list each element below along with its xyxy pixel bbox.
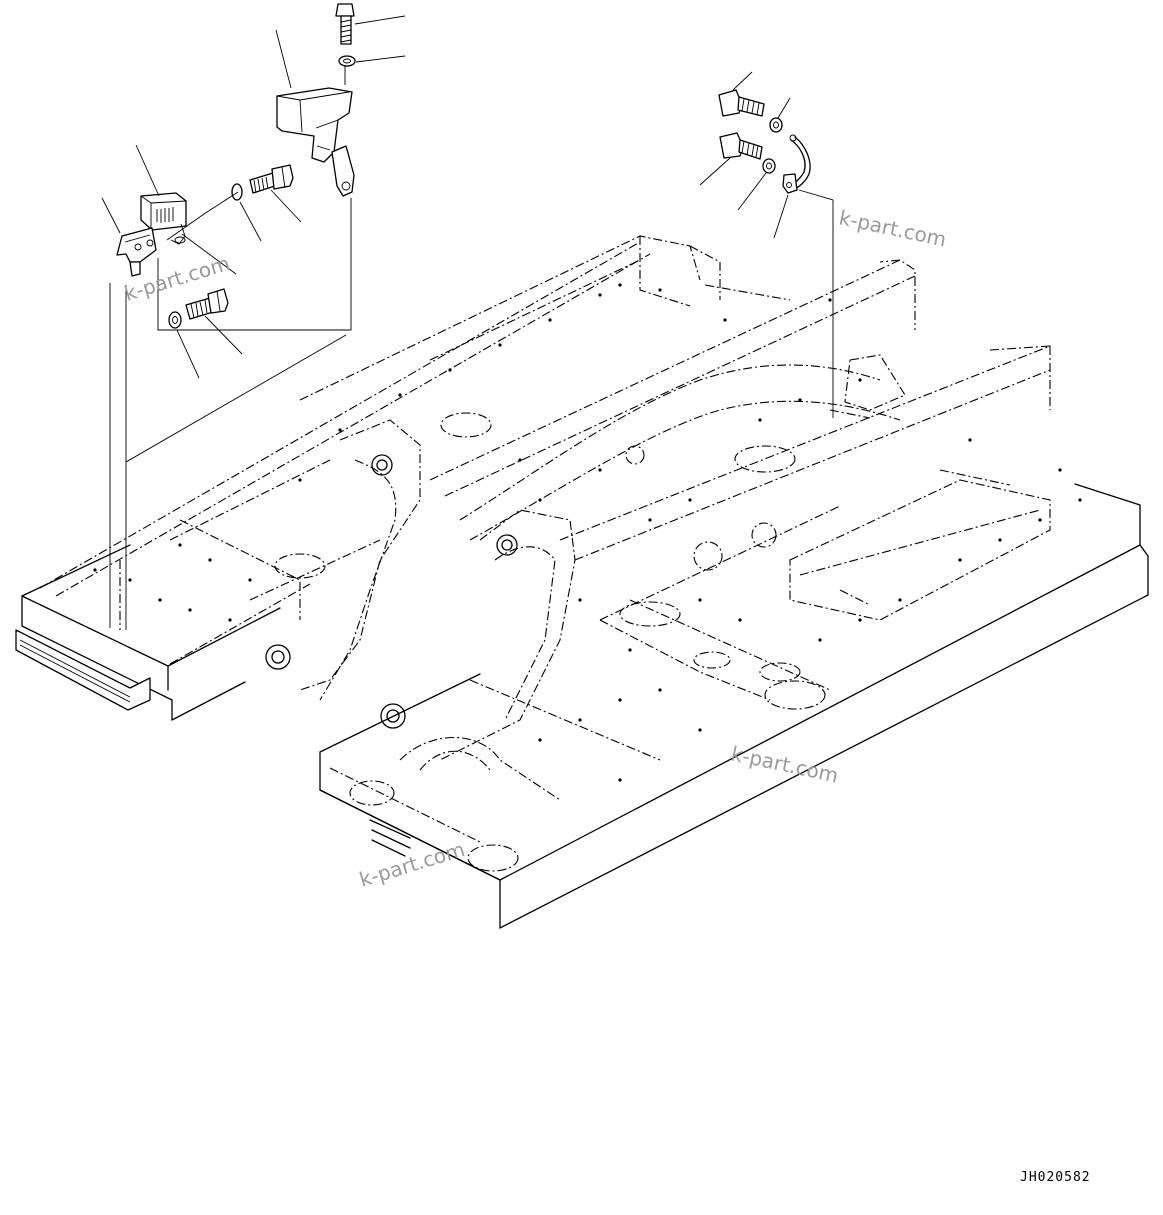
lamp-guard: [276, 87, 355, 197]
frame-bolt-dots: [93, 283, 1082, 782]
drawing-code: JH020582: [1020, 1170, 1091, 1185]
work-lamp: [140, 192, 187, 245]
left-part-cluster: [101, 3, 406, 630]
right-washer-lower: [762, 158, 776, 174]
top-bolt: [335, 3, 355, 45]
watermark-mid-right: k-part.com: [729, 741, 841, 787]
guard-washer: [231, 183, 243, 201]
top-washer: [338, 55, 356, 67]
boom-pin-hole-lower-left: [265, 644, 291, 670]
lower-washer: [168, 311, 182, 329]
boom-pin-hole-upper-right: [496, 534, 518, 556]
boom-pin-hole-upper-left: [371, 454, 393, 476]
guard-bolt: [249, 164, 294, 194]
watermark-top-right: k-part.com: [837, 205, 949, 251]
right-washer-upper: [769, 117, 783, 133]
right-bolt-upper: [718, 89, 765, 117]
boom-pin-hole-lower-right: [380, 703, 406, 729]
ground-strap: [782, 134, 811, 194]
watermark-bottom-left: k-part.com: [356, 837, 467, 892]
lower-bolt: [185, 288, 229, 320]
right-part-cluster: [699, 71, 834, 418]
right-bolt-lower: [719, 132, 763, 160]
lamp-bracket: [116, 227, 157, 277]
revolving-frame: [15, 235, 1149, 929]
